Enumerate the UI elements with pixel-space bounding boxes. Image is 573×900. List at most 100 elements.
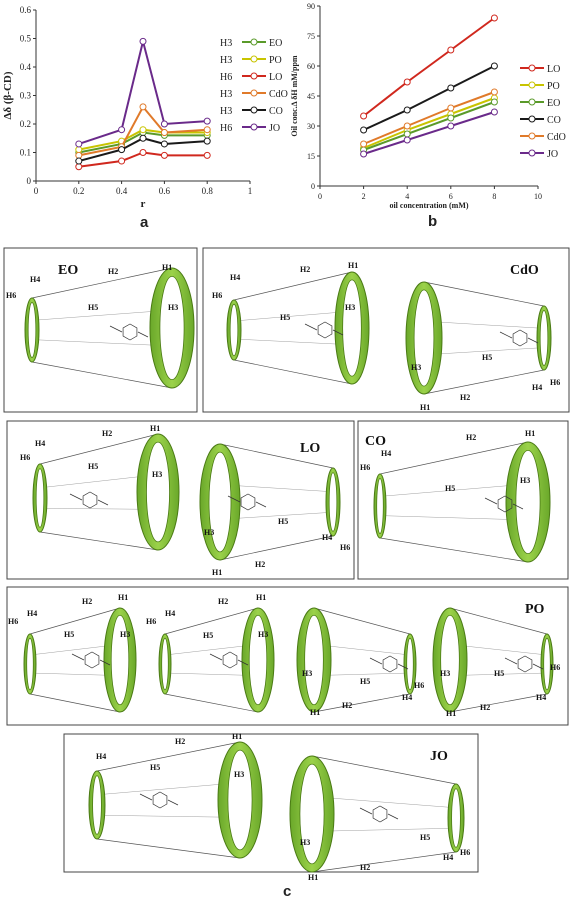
legend-marker-LO <box>250 72 258 80</box>
proton-label-H2: H2 <box>102 429 112 438</box>
x-tick-label: 0.4 <box>116 186 128 196</box>
box-title-PO: PO <box>525 602 545 617</box>
data-point-JO <box>75 140 83 148</box>
x-tick-label: 0.6 <box>159 186 171 196</box>
proton-label-H4: H4 <box>381 449 391 458</box>
proton-label-H2: H2 <box>342 701 352 710</box>
data-point-JO <box>139 37 147 45</box>
proton-label-H4: H4 <box>165 609 175 618</box>
data-point-JO <box>360 150 368 158</box>
legend-marker-CdO <box>250 89 258 97</box>
x-tick-label: 10 <box>534 192 542 201</box>
guest-molecule <box>382 655 398 673</box>
proton-label-H5: H5 <box>88 303 98 312</box>
proton-label-H1: H1 <box>308 873 318 880</box>
guest-molecule <box>222 651 238 669</box>
legend-marker-CdO <box>528 132 536 140</box>
box-title-LO: LO <box>300 441 320 456</box>
legend-proton: H3 <box>220 89 232 100</box>
proton-label-H1: H1 <box>310 708 320 717</box>
box-EO <box>3 247 198 413</box>
y-tick-label: 90 <box>307 2 315 11</box>
proton-label-H6: H6 <box>460 848 470 857</box>
y-tick-label: 0 <box>311 182 315 191</box>
legend-proton: H3 <box>220 106 232 117</box>
proton-label-H4: H4 <box>322 533 332 542</box>
guest-molecule <box>512 329 528 347</box>
data-point-LO <box>203 151 211 159</box>
proton-label-H5: H5 <box>482 353 492 362</box>
data-point-LO <box>447 46 455 54</box>
proton-label-H1: H1 <box>118 593 128 602</box>
data-point-CdO <box>75 151 83 159</box>
legend-label-PO: PO <box>547 81 560 92</box>
box-CdO <box>202 247 570 413</box>
box-title-CO: CO <box>365 434 386 449</box>
y-tick-label: 15 <box>307 152 315 161</box>
x-tick-label: 4 <box>405 192 409 201</box>
proton-label-H1: H1 <box>232 732 242 741</box>
legend-marker-LO <box>528 64 536 72</box>
legend-label-EO: EO <box>269 38 282 49</box>
data-point-JO <box>447 122 455 130</box>
legend-label-CO: CO <box>269 106 283 117</box>
proton-label-H1: H1 <box>212 568 222 577</box>
data-point-EO <box>447 114 455 122</box>
data-point-CdO <box>447 104 455 112</box>
proton-label-H5: H5 <box>494 669 504 678</box>
y-tick-label: 0.6 <box>20 5 32 15</box>
guest-molecule <box>84 651 100 669</box>
data-point-CO <box>360 126 368 134</box>
proton-label-H6: H6 <box>212 291 222 300</box>
proton-label-H4: H4 <box>30 275 40 284</box>
y-tick-label: 0.2 <box>20 119 31 129</box>
proton-label-H3: H3 <box>234 770 244 779</box>
proton-label-H6: H6 <box>550 378 560 387</box>
proton-label-H2: H2 <box>175 737 185 746</box>
proton-label-H3: H3 <box>120 630 130 639</box>
series-line-EO <box>363 101 495 151</box>
y-tick-label: 0.5 <box>20 34 32 44</box>
data-point-JO <box>160 120 168 128</box>
legend-proton: H3 <box>220 38 232 49</box>
guest-molecule <box>122 323 138 341</box>
proton-label-H1: H1 <box>420 403 430 412</box>
data-point-CO <box>160 140 168 148</box>
legend-marker-CO <box>528 115 536 123</box>
guest-molecule <box>240 493 256 511</box>
proton-label-H2: H2 <box>460 393 470 402</box>
y-tick-label: 0.4 <box>20 62 32 72</box>
y-axis-label: Δδ (β-CD) <box>2 71 14 119</box>
guest-molecule <box>152 791 168 809</box>
legend-label-PO: PO <box>269 55 282 66</box>
x-tick-label: 6 <box>449 192 453 201</box>
data-point-JO <box>118 126 126 134</box>
y-axis-label: Oil conc.Δ δH mM/ppm <box>290 55 299 137</box>
legend-label-EO: EO <box>547 98 560 109</box>
box-title-JO: JO <box>430 749 448 764</box>
y-tick-label: 45 <box>307 92 315 101</box>
proton-label-H1: H1 <box>525 429 535 438</box>
proton-label-H4: H4 <box>230 273 240 282</box>
legend-marker-PO <box>250 55 258 63</box>
proton-label-H2: H2 <box>108 267 118 276</box>
data-point-EO <box>490 98 498 106</box>
legend-marker-PO <box>528 81 536 89</box>
legend-marker-JO <box>250 123 258 131</box>
legend-proton: H3 <box>220 55 232 66</box>
proton-label-H3: H3 <box>258 630 268 639</box>
data-point-CdO <box>203 126 211 134</box>
guest-molecule <box>82 491 98 509</box>
proton-label-H1: H1 <box>150 424 160 433</box>
box-title-CdO: CdO <box>510 263 539 278</box>
legend-label-CdO: CdO <box>269 89 288 100</box>
